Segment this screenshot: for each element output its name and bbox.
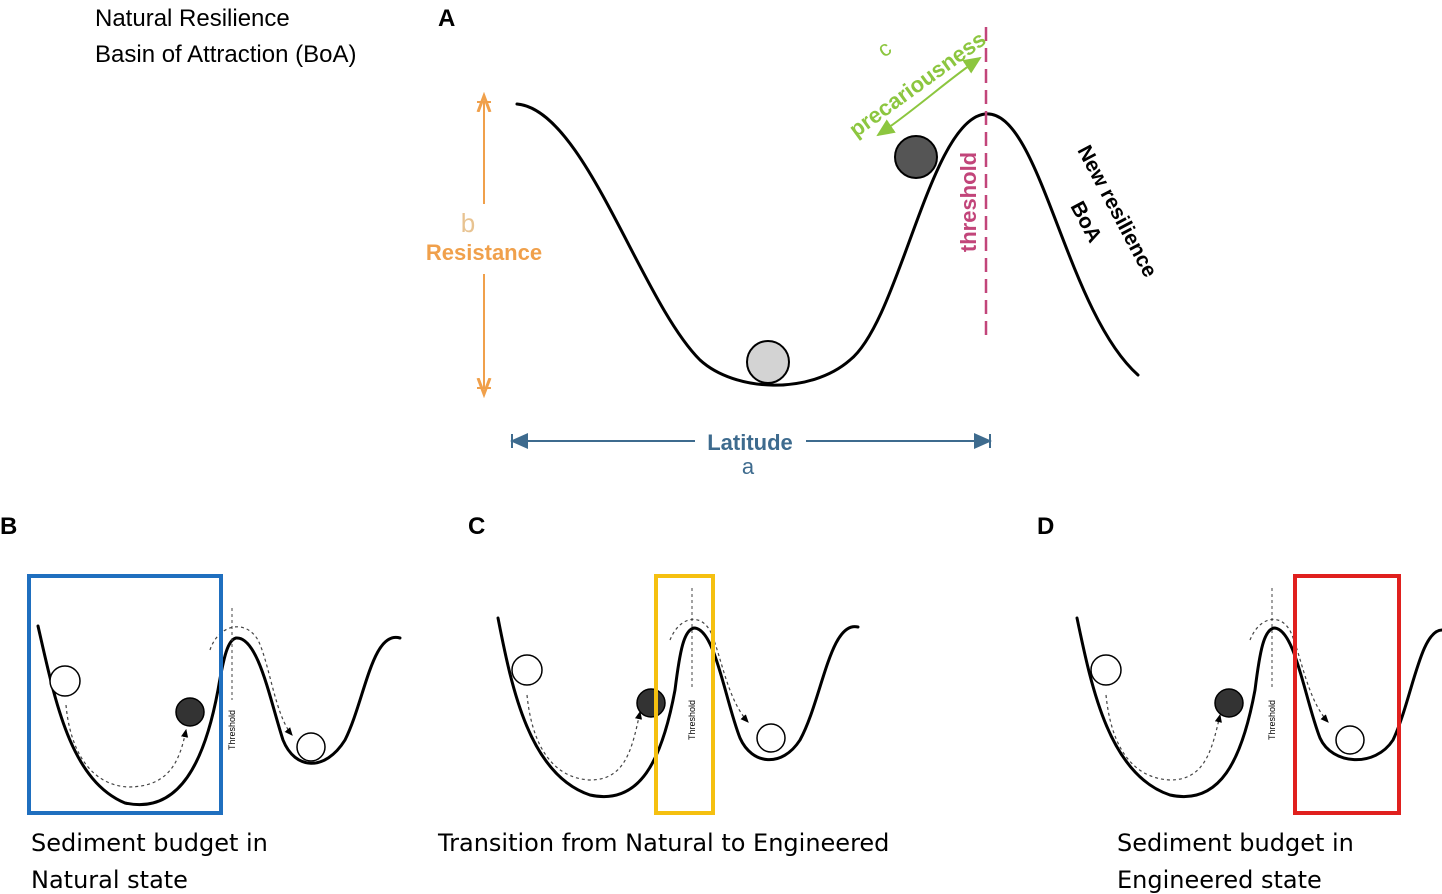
ball-stable (746, 340, 790, 384)
ball-precarious (894, 135, 938, 179)
panel-c-dotted-right (669, 618, 749, 723)
header-line-2: Basin of Attraction (BoA) (95, 41, 356, 68)
panel-b-caption-1: Sediment budget in (31, 829, 268, 857)
precariousness-arrow (876, 56, 982, 137)
threshold-label: threshold (956, 152, 981, 252)
panel-d-threshold-label: Threshold (1267, 700, 1277, 740)
panel-d-ball-light (1090, 654, 1122, 686)
panel-b-ball-new (296, 732, 326, 762)
panel-b-caption-2: Natural state (31, 866, 188, 894)
panel-c-dotted-left (526, 694, 643, 781)
panel-c-ball-new (756, 723, 786, 753)
basin-curve (515, 102, 1140, 387)
panel-b: B Threshold Sediment budget in Natural s… (0, 513, 402, 894)
panel-c-threshold-label: Threshold (687, 700, 697, 740)
panel-d-ball-dark (1214, 688, 1244, 718)
panel-d-dotted-right (1249, 618, 1329, 723)
resistance-label: Resistance (426, 240, 542, 265)
panel-a: A b Resistance threshold c precariousnes… (420, 5, 1161, 479)
panel-c-letter: C (468, 513, 485, 540)
precariousness-label: precariousness (844, 26, 990, 142)
latitude-letter: a (742, 454, 755, 479)
panel-d-caption-1: Sediment budget in (1117, 829, 1354, 857)
panel-c-ball-light (511, 654, 543, 686)
panel-b-ball-light (49, 665, 81, 697)
latitude-label: Latitude (707, 430, 793, 455)
panel-b-ball-dark (175, 697, 205, 727)
header-line-1: Natural Resilience (95, 5, 290, 32)
panel-d-letter: D (1037, 513, 1054, 540)
panel-b-letter: B (0, 513, 17, 540)
panel-b-curve (36, 624, 402, 807)
resistance-label-gap (420, 204, 550, 274)
panel-d-highlight-box (1293, 574, 1401, 815)
panel-b-dotted-left (65, 704, 189, 788)
precariousness-letter: c (873, 35, 896, 62)
resistance-letter: b (461, 208, 475, 238)
panel-b-highlight-box (27, 574, 223, 815)
panel-c-curve (496, 616, 860, 798)
panel-a-letter: A (438, 5, 455, 32)
panel-b-dotted-right (209, 626, 293, 736)
panel-c-caption-1: Transition from Natural to Engineered (437, 829, 889, 857)
panel-c-highlight-box (654, 574, 715, 815)
panel-c-ball-dark (636, 688, 666, 718)
panel-d-caption-2: Engineered state (1117, 866, 1322, 894)
new-boa-line-2: BoA (1066, 198, 1107, 247)
panel-d-dotted-left (1105, 694, 1222, 781)
panel-d: D Threshold Sediment budget in Engineere… (1037, 513, 1442, 894)
panel-b-threshold-label: Threshold (227, 710, 237, 750)
panel-d-curve (1075, 616, 1442, 798)
panel-c: C Threshold Transition from Natural to E… (437, 513, 889, 857)
panel-d-ball-new (1335, 725, 1365, 755)
